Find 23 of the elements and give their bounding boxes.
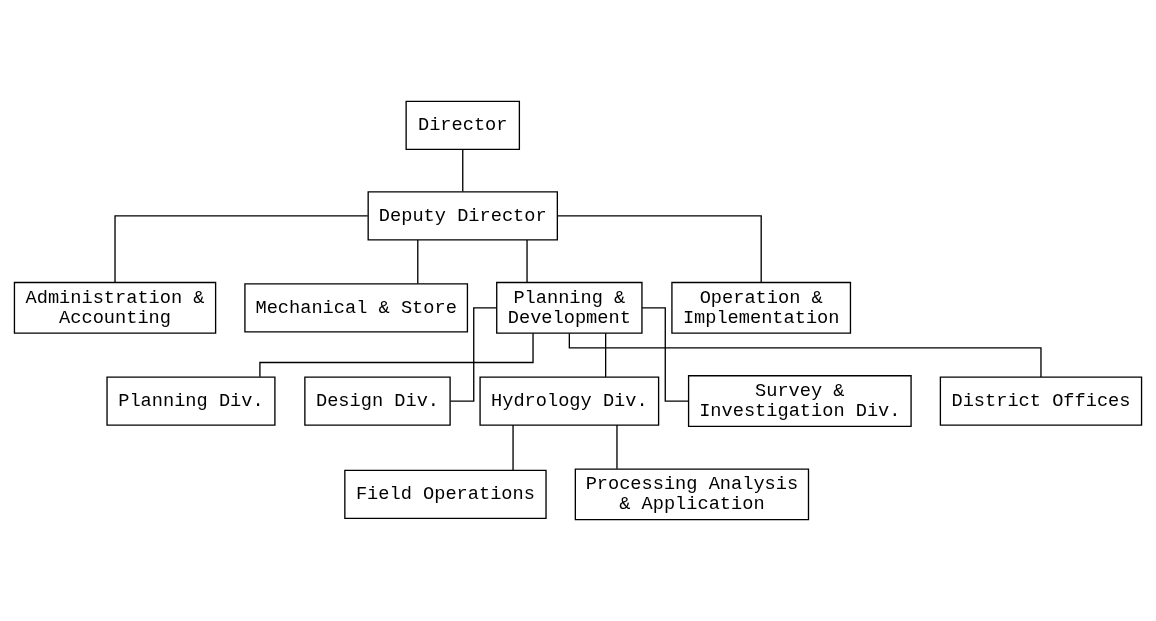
connector <box>449 307 498 402</box>
connector <box>526 239 528 283</box>
connector <box>462 148 464 193</box>
node-box: Planning Div. <box>106 376 276 426</box>
connector <box>556 215 762 283</box>
node-box: Deputy Director <box>367 191 558 241</box>
node-box: Planning & Development <box>496 281 643 334</box>
connector <box>512 424 514 471</box>
connector <box>641 307 689 402</box>
node-box: Field Operations <box>344 469 547 519</box>
node-box: Processing Analysis & Application <box>574 468 810 521</box>
node-box: Mechanical & Store <box>244 283 469 333</box>
node-box: Administration & Accounting <box>13 281 217 334</box>
node-box: Director <box>405 100 521 150</box>
node-box: District Offices <box>939 376 1143 426</box>
connector <box>417 239 419 285</box>
node-box: Survey & Investigation Div. <box>687 375 912 428</box>
node-box: Hydrology Div. <box>479 376 660 426</box>
connector <box>114 215 369 283</box>
connector <box>616 424 618 470</box>
node-box: Operation & Implementation <box>671 281 852 334</box>
connector <box>605 332 607 378</box>
node-box: Design Div. <box>304 376 451 426</box>
